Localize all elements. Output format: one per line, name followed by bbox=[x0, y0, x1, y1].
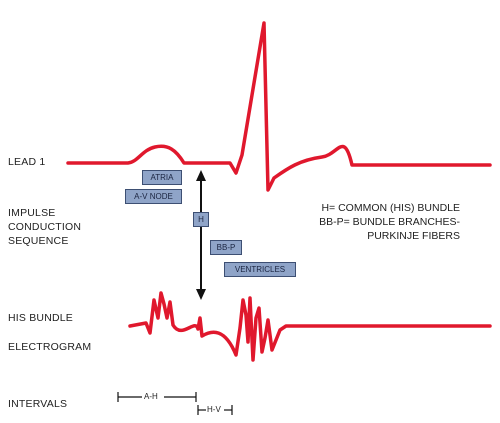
hv-interval-bracket bbox=[197, 405, 233, 415]
bbp-box: BB-P bbox=[210, 240, 242, 255]
his-bundle-trace bbox=[128, 291, 492, 362]
legend-line3: PURKINJE FIBERS bbox=[367, 230, 460, 242]
his-bundle-label: HIS BUNDLE bbox=[8, 312, 74, 324]
legend-line2: BB-P= BUNDLE BRANCHES- bbox=[319, 216, 460, 228]
double-arrow bbox=[196, 170, 206, 300]
impulse-label-line1: IMPULSE bbox=[8, 207, 56, 219]
ventricles-box: VENTRICLES bbox=[224, 262, 296, 277]
intervals-label: INTERVALS bbox=[8, 398, 68, 410]
h-box: H bbox=[193, 212, 209, 227]
ah-interval-bracket bbox=[117, 392, 197, 402]
lead1-trace bbox=[66, 21, 492, 192]
legend-line1: H= COMMON (HIS) BUNDLE bbox=[321, 202, 460, 214]
impulse-label-line3: SEQUENCE bbox=[8, 235, 69, 247]
atria-box: ATRIA bbox=[142, 170, 182, 185]
lead1-label: LEAD 1 bbox=[8, 156, 46, 168]
ah-interval-label: A-H bbox=[144, 392, 158, 401]
impulse-label-line2: CONDUCTION bbox=[8, 221, 82, 233]
electrogram-label: ELECTROGRAM bbox=[8, 341, 92, 353]
av-node-box: A-V NODE bbox=[125, 189, 182, 204]
hv-interval-label: H-V bbox=[207, 405, 221, 414]
